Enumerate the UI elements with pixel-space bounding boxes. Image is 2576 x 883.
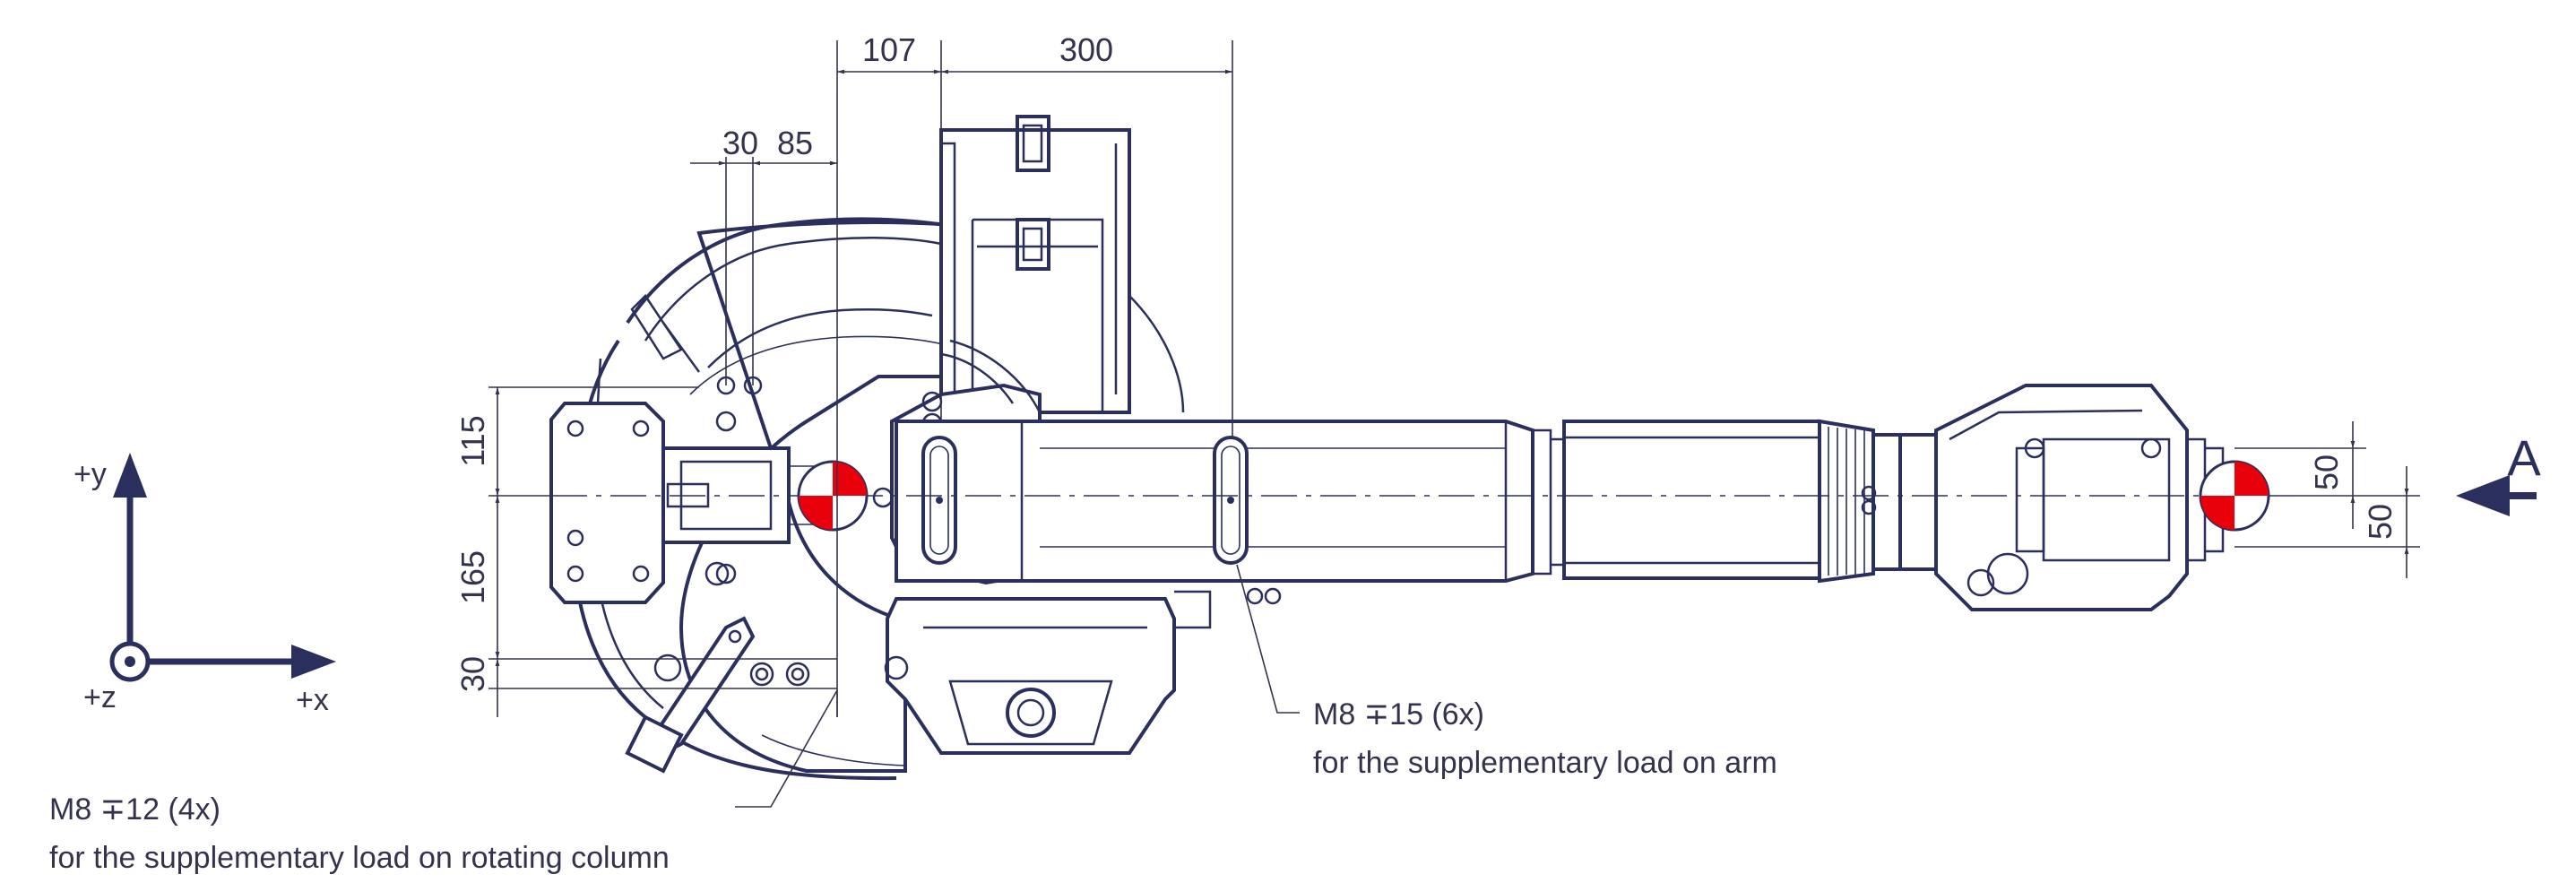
tcp-marker-left: [797, 460, 869, 532]
view-label: A: [2507, 429, 2541, 486]
dim-165: 165: [454, 550, 491, 604]
arm-slot-left: [921, 436, 957, 565]
column-note-description: for the supplementary load on rotating c…: [49, 841, 670, 875]
view-arrow-a: [2456, 475, 2537, 516]
base-plate: [549, 402, 737, 604]
dim-107: 107: [862, 31, 916, 68]
tcp-marker-right: [2199, 460, 2270, 532]
dim-50-upper: 50: [2308, 454, 2345, 490]
arm-note-description: for the supplementary load on arm: [1313, 746, 1777, 780]
arm-slot-right: [1213, 436, 1249, 565]
coordinate-system: [109, 453, 336, 682]
dim-30-left: 30: [454, 656, 491, 692]
forearm: [1562, 419, 1938, 584]
arm-note-spec: M8 ∓15 (6x): [1313, 697, 1484, 732]
column-note-spec: M8 ∓12 (4x): [49, 792, 220, 827]
dim-50-lower: 50: [2362, 504, 2399, 540]
axis-y-label: +y: [73, 457, 107, 491]
dim-115: 115: [454, 415, 491, 466]
mounting-bracket: [625, 616, 756, 774]
axis-z-label: +z: [83, 680, 117, 714]
dim-30-top: 30: [722, 125, 758, 161]
wrist: [1934, 384, 2225, 611]
lower-gearbox: [884, 587, 1282, 755]
cable-housing: [661, 446, 843, 544]
dimension-lines: [488, 40, 2420, 808]
axis-x-label: +x: [296, 683, 329, 717]
dim-300: 300: [1059, 31, 1113, 68]
dim-85: 85: [777, 125, 813, 161]
robot-body: [549, 115, 2225, 781]
